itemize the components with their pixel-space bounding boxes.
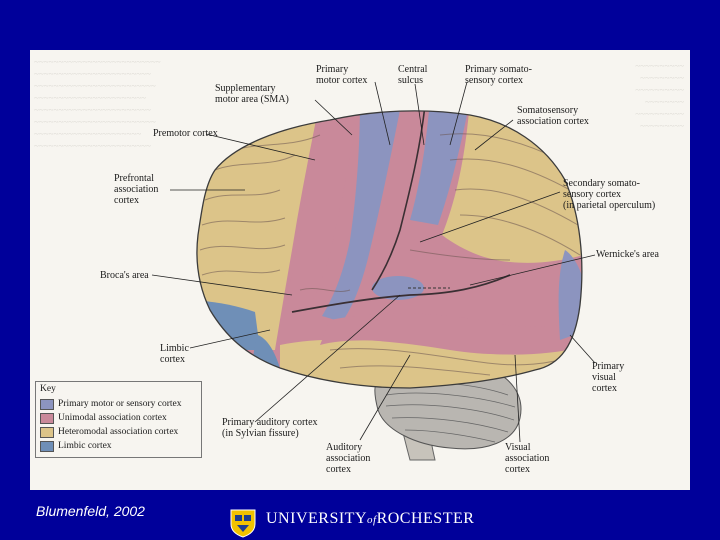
label-somatosensory-association: Somatosensory association cortex [517, 105, 589, 127]
background-page-text-right: ~~~~~~~~~~~~~~~~~~~~~~~~~~~~~~~~~~~~~~~~… [635, 61, 684, 131]
label-premotor: Premotor cortex [153, 128, 218, 139]
label-broca: Broca's area [100, 270, 149, 281]
label-primary-visual: Primary visual cortex [592, 361, 625, 394]
background-page-text: ~~~~~~~~~~~~~~~~~~~~~~~~~~~~~~~~~~~~~~~~… [34, 57, 161, 151]
university-word: UNIVERSITY [266, 510, 367, 527]
label-primary-motor: Primary motor cortex [316, 64, 368, 86]
university-of: of [367, 514, 377, 526]
university-shield-logo [230, 509, 256, 538]
source-caption: Blumenfeld, 2002 [36, 503, 145, 519]
label-primary-somatosensory: Primary somato- sensory cortex [465, 64, 532, 86]
legend-swatch [40, 440, 54, 452]
label-prefrontal: Prefrontal association cortex [114, 173, 159, 206]
legend-key: Key Primary motor or sensory cortex Unim… [35, 381, 202, 458]
legend-item-label: Primary motor or sensory cortex [58, 399, 182, 409]
legend-item-heteromodal: Heteromodal association cortex [40, 426, 178, 438]
label-primary-auditory: Primary auditory cortex (in Sylvian fiss… [222, 417, 318, 439]
legend-item-limbic: Limbic cortex [40, 440, 112, 452]
label-sma: Supplementary motor area (SMA) [215, 83, 289, 105]
university-rochester: ROCHESTER [376, 510, 475, 527]
label-auditory-association: Auditory association cortex [326, 442, 371, 475]
legend-swatch [40, 426, 54, 438]
university-wordmark: UNIVERSITYofROCHESTER [266, 510, 474, 528]
leader-lines [151, 81, 596, 443]
legend-item-primary: Primary motor or sensory cortex [40, 398, 181, 410]
brain-illustration [151, 81, 596, 461]
legend-item-unimodal: Unimodal association cortex [40, 412, 167, 424]
brain-figure: ~~~~~~~~~~~~~~~~~~~~~~~~~~~~~~~~~~~~~~~~… [30, 50, 690, 490]
label-limbic: Limbic cortex [160, 343, 189, 365]
legend-swatch [40, 398, 54, 410]
label-visual-association: Visual association cortex [505, 442, 550, 475]
legend-item-label: Unimodal association cortex [58, 413, 167, 423]
legend-item-label: Limbic cortex [58, 441, 112, 451]
label-wernicke: Wernicke's area [596, 249, 659, 260]
label-central-sulcus: Central sulcus [398, 64, 428, 86]
legend-title: Key [40, 384, 56, 394]
label-secondary-somatosensory: Secondary somato- sensory cortex (in par… [563, 178, 656, 211]
legend-swatch [40, 412, 54, 424]
legend-item-label: Heteromodal association cortex [58, 427, 179, 437]
